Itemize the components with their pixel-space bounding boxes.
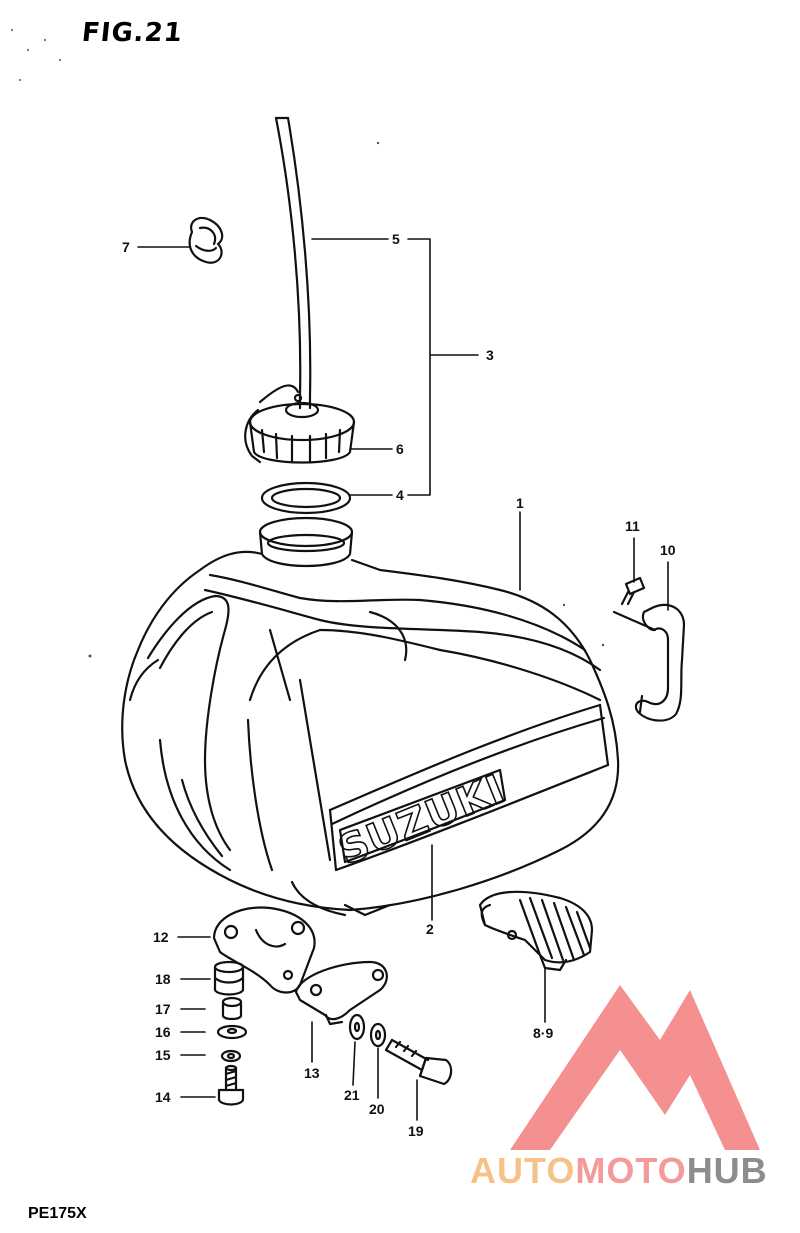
callout-20: 20 (369, 1101, 385, 1117)
callout-12: 12 (153, 929, 169, 945)
strap-screw (612, 576, 657, 632)
bolt-14 (217, 1064, 245, 1106)
callout-15: 15 (155, 1047, 171, 1063)
leader-lines (137, 238, 669, 1121)
callout-13: 13 (304, 1065, 320, 1081)
cap-gasket (260, 481, 352, 515)
lock-washer-20 (369, 1022, 387, 1048)
scan-specks (11, 29, 605, 658)
bolt-19 (384, 1038, 453, 1086)
tank-lettering: SUZUKI (333, 766, 512, 874)
tank-cushion (478, 890, 594, 972)
watermark-part-auto: AUTO (470, 1150, 576, 1191)
rubber-cushion-18 (213, 960, 245, 996)
rubber-strap (634, 603, 686, 722)
callout-10: 10 (660, 542, 676, 558)
callout-18: 18 (155, 971, 171, 987)
fuel-cap (244, 384, 356, 464)
watermark-text: AUTOMOTOHUB (470, 1150, 768, 1192)
figure-title: FIG.21 (80, 18, 185, 48)
breather-hose (274, 116, 312, 397)
collar-17 (221, 996, 243, 1021)
callout-3: 3 (486, 347, 494, 363)
washer-21 (348, 1013, 366, 1041)
hose-clip (188, 216, 224, 264)
callout-16: 16 (155, 1024, 171, 1040)
callout-2: 2 (426, 921, 434, 937)
callout-21: 21 (344, 1087, 360, 1103)
callout-4: 4 (396, 487, 404, 503)
callout-17: 17 (155, 1001, 171, 1017)
callout-1: 1 (516, 495, 524, 511)
watermark-logo-icon (510, 985, 760, 1150)
callout-6: 6 (396, 441, 404, 457)
lock-washer-15 (220, 1049, 242, 1063)
callout-19: 19 (408, 1123, 424, 1139)
callout-7: 7 (122, 239, 130, 255)
watermark-part-hub: HUB (686, 1150, 768, 1191)
fuel-tank (121, 516, 620, 917)
model-label: PE175X (28, 1205, 87, 1222)
watermark-part-moto: MOTO (575, 1150, 687, 1191)
washer-16 (216, 1024, 248, 1040)
mounting-bracket-12 (212, 906, 316, 994)
callout-8-9: 8·9 (533, 1025, 554, 1041)
callout-5: 5 (392, 231, 400, 247)
mounting-bracket-13 (294, 960, 388, 1026)
callout-14: 14 (155, 1089, 171, 1105)
callout-11: 11 (625, 518, 640, 534)
